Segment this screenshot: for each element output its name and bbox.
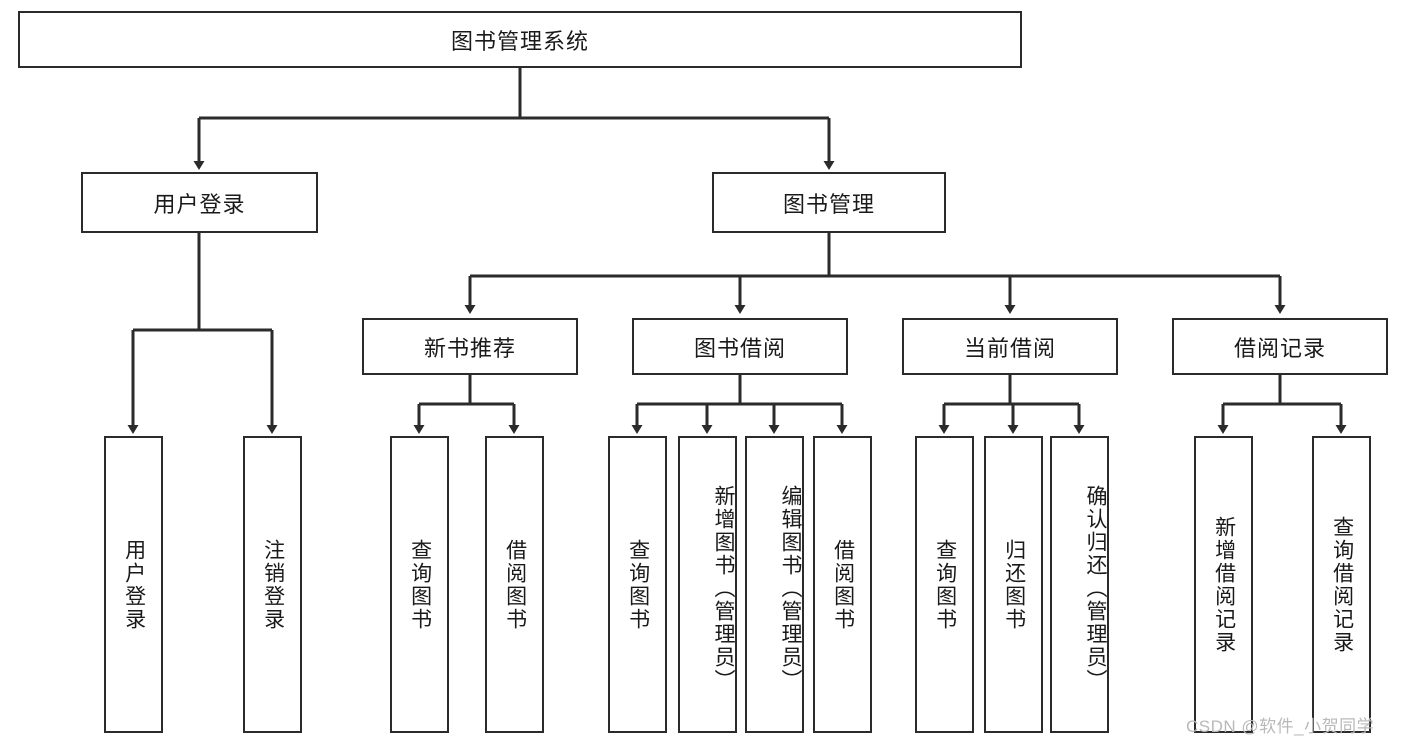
node-label: 用户登录 — [122, 538, 146, 631]
node-book-management[interactable]: 图书管理 — [712, 172, 946, 233]
node-label: 图书管理系统 — [450, 28, 589, 54]
leaf-current-borrow-return-book[interactable]: 归还图书 — [984, 436, 1043, 733]
node-label: 图书管理 — [782, 191, 875, 217]
node-label: 借阅图书 — [831, 538, 855, 631]
node-label: 查询图书 — [626, 538, 650, 631]
leaf-user-login-login[interactable]: 用户登录 — [104, 436, 163, 733]
node-label: 注销登录 — [261, 538, 285, 631]
node-label: 新增图书（管理员） — [712, 485, 735, 692]
leaf-borrow-record-add-record[interactable]: 新增借阅记录 — [1194, 436, 1253, 733]
node-label: 借阅记录 — [1233, 335, 1326, 361]
node-borrow-record[interactable]: 借阅记录 — [1172, 318, 1388, 375]
node-current-borrow[interactable]: 当前借阅 — [902, 318, 1118, 375]
leaf-user-login-logout[interactable]: 注销登录 — [243, 436, 302, 733]
leaf-current-borrow-confirm-return-admin[interactable]: 确认归还（管理员） — [1050, 436, 1109, 733]
node-label: 归还图书 — [1002, 538, 1026, 631]
leaf-book-borrow-borrow-book[interactable]: 借阅图书 — [813, 436, 872, 733]
csdn-watermark: CSDN @软件_小贺同学 — [1186, 717, 1375, 736]
leaf-book-borrow-edit-book-admin[interactable]: 编辑图书（管理员） — [745, 436, 804, 733]
node-root-book-management-system[interactable]: 图书管理系统 — [18, 11, 1022, 68]
node-label: 查询图书 — [933, 538, 957, 631]
leaf-book-borrow-query-book[interactable]: 查询图书 — [608, 436, 667, 733]
node-label: 图书借阅 — [693, 335, 786, 361]
node-label: 借阅图书 — [503, 538, 527, 631]
node-label: 用户登录 — [153, 191, 246, 217]
node-new-book-recommend[interactable]: 新书推荐 — [362, 318, 578, 375]
leaf-new-book-query-book[interactable]: 查询图书 — [390, 436, 449, 733]
node-book-borrow[interactable]: 图书借阅 — [632, 318, 848, 375]
node-label: 新增借阅记录 — [1212, 515, 1236, 654]
node-label: 编辑图书（管理员） — [779, 485, 802, 692]
leaf-new-book-borrow-book[interactable]: 借阅图书 — [485, 436, 544, 733]
leaf-current-borrow-query-book[interactable]: 查询图书 — [915, 436, 974, 733]
node-user-login[interactable]: 用户登录 — [81, 172, 318, 233]
node-label: 查询图书 — [408, 538, 432, 631]
node-label: 确认归还（管理员） — [1084, 485, 1107, 692]
node-label: 查询借阅记录 — [1330, 515, 1354, 654]
leaf-borrow-record-query-record[interactable]: 查询借阅记录 — [1312, 436, 1371, 733]
leaf-book-borrow-add-book-admin[interactable]: 新增图书（管理员） — [678, 436, 737, 733]
node-label: 新书推荐 — [423, 335, 516, 361]
node-label: 当前借阅 — [963, 335, 1056, 361]
